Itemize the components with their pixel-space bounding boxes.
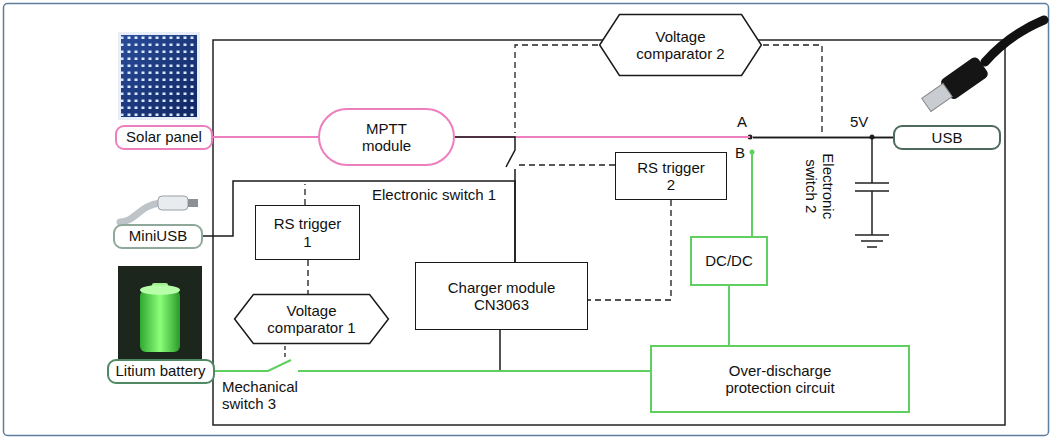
node-label: Voltage comparator 1 [262,302,362,337]
terminal-name: B [735,144,745,161]
node-text: Litium battery [115,362,205,379]
signal-wire [213,137,318,138]
signal-wire [455,137,893,139]
voltage-label: 5V [850,113,868,130]
control-line [284,346,285,359]
terminal-name: A [737,113,747,130]
input-port-label: MiniUSB [113,224,203,249]
control-line [515,45,598,133]
comparator-hexagon: Voltage comparator 1 [233,294,390,344]
lithium-battery-picture [118,266,202,360]
signal-wire [729,286,730,345]
node-label: MPTT module [347,120,427,155]
output-port-label: USB [893,125,1001,150]
control-line [519,164,615,165]
signal-wire [215,360,651,371]
control-line [763,45,822,133]
process-box: Over-discharge protection circuit [650,345,910,413]
device-housing [213,40,1005,425]
node-text: RS trigger 1 [272,215,344,250]
node-label: Charger module CN3063 [437,279,567,314]
signal-wire [753,137,893,139]
node-text: USB [932,129,963,146]
node-text: Voltage comparator 1 [262,302,362,337]
mini-usb-cable-picture [120,196,198,222]
solar-panel-picture [118,32,200,120]
outer-frame [4,4,1049,436]
node-text: Solar panel [126,128,202,145]
signal-wire [213,136,318,138]
comparator-hexagon: Voltage comparator 2 [598,14,763,76]
output-capacitor [855,137,889,247]
node-text: Charger module CN3063 [437,279,567,314]
node-text: DC/DC [705,252,753,269]
node-text: Voltage comparator 2 [626,28,736,63]
node-label: Over-discharge protection circuit [705,362,855,397]
process-box: RS trigger 2 [615,152,727,200]
node-text: RS trigger 2 [635,159,707,194]
switch-name: Mechanical switch 3 [222,378,332,413]
signal-wire [215,360,651,371]
signal-wire [728,286,730,345]
input-port-label: Litium battery [107,359,215,384]
signal-wire [588,200,671,300]
usb-plug-picture [919,20,1044,115]
switch-name: Electronic switch 2 [803,144,838,228]
signal-wire [307,260,308,294]
switch-name: Electronic switch 1 [372,186,522,203]
signal-wire [588,200,671,300]
control-line [304,184,305,205]
node-text: MPTT module [347,120,427,155]
signal-wire [308,260,309,294]
node-label: Solar panel [126,128,202,145]
node-label: RS trigger 1 [272,215,344,250]
process-box: Charger module CN3063 [415,262,588,330]
signal-wire [753,137,893,139]
signal-wire [751,152,753,236]
node-label: RS trigger 2 [635,159,707,194]
process-box: MPTT module [318,108,455,166]
input-port-label: Solar panel [115,125,213,150]
node-label: Litium battery [115,362,205,379]
signal-wire [752,138,893,237]
hexagon-outline [600,15,762,76]
node-label: DC/DC [705,252,753,269]
node-text: Over-discharge protection circuit [705,362,855,397]
node-label: USB [932,129,963,146]
process-box: RS trigger 1 [255,205,360,260]
node-label: MiniUSB [129,227,187,244]
process-box: DC/DC [690,236,768,286]
node-text: MiniUSB [129,227,187,244]
hexagon-outline [235,295,389,344]
node-label: Voltage comparator 2 [626,28,736,63]
